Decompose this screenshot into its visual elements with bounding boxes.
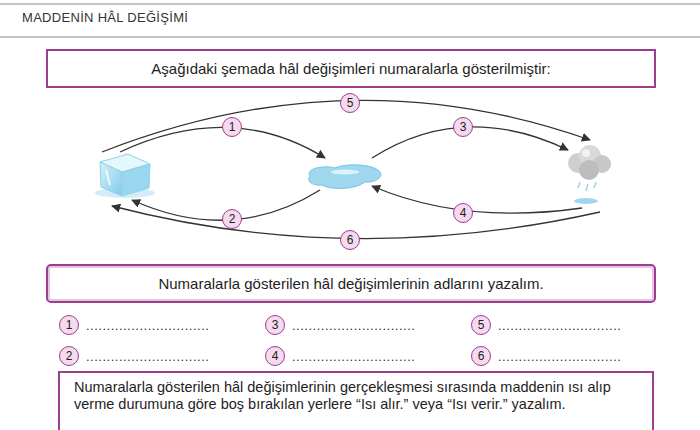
node-text: 4: [272, 349, 279, 363]
answer-blank: ..............................: [498, 349, 621, 364]
change-arrows: [102, 100, 600, 238]
node-text: 2: [66, 349, 73, 363]
node-text: 6: [347, 233, 354, 247]
callout-number: 5: [340, 93, 360, 113]
answer-blank: ..............................: [498, 318, 621, 333]
instruction-box: Numaralarla gösterilen hâl değişimlerini…: [46, 264, 656, 303]
node-text: 3: [272, 318, 279, 332]
callout-number: 4: [265, 346, 285, 366]
ice-cube: [95, 154, 155, 198]
node-text: Numaralarla gösterilen hâl değişimlerini…: [60, 274, 642, 293]
node-text: 5: [478, 318, 485, 332]
node-text: 2: [229, 212, 236, 226]
header-rule: [0, 37, 700, 38]
callout-number: 3: [453, 117, 473, 137]
node-text: 3: [460, 120, 467, 134]
node-text: 1: [66, 318, 73, 332]
callout-number: 1: [222, 117, 242, 137]
answer-blank: ..............................: [86, 318, 209, 333]
header-rule: [0, 4, 700, 5]
page-title: MADDENİN HÂL DEĞİŞİMİ: [22, 10, 188, 25]
callout-number: 6: [340, 230, 360, 250]
answer-blank: ..............................: [292, 349, 415, 364]
callout-number: 4: [453, 203, 473, 223]
node-text: Aşağıdaki şemada hâl değişimleri numaral…: [60, 59, 642, 78]
node-text: Numaralarla gösterilen hâl değişimlerini…: [74, 379, 638, 413]
water-puddle: [309, 165, 381, 189]
answer-blank: ..............................: [292, 318, 415, 333]
node-text: 1: [229, 120, 236, 134]
steam-cloud: [568, 145, 611, 204]
callout-number: 2: [59, 346, 79, 366]
callout-number: 3: [265, 315, 285, 335]
instruction-box: Aşağıdaki şemada hâl değişimleri numaral…: [46, 49, 656, 88]
node-text: 5: [347, 96, 354, 110]
callout-number: 1: [59, 315, 79, 335]
instruction-box: Numaralarla gösterilen hâl değişimlerini…: [58, 371, 654, 430]
callout-number: 6: [471, 346, 491, 366]
node-text: 6: [478, 349, 485, 363]
callout-number: 2: [222, 209, 242, 229]
callout-number: 5: [471, 315, 491, 335]
answer-blank: ..............................: [86, 349, 209, 364]
node-text: 4: [460, 206, 467, 220]
